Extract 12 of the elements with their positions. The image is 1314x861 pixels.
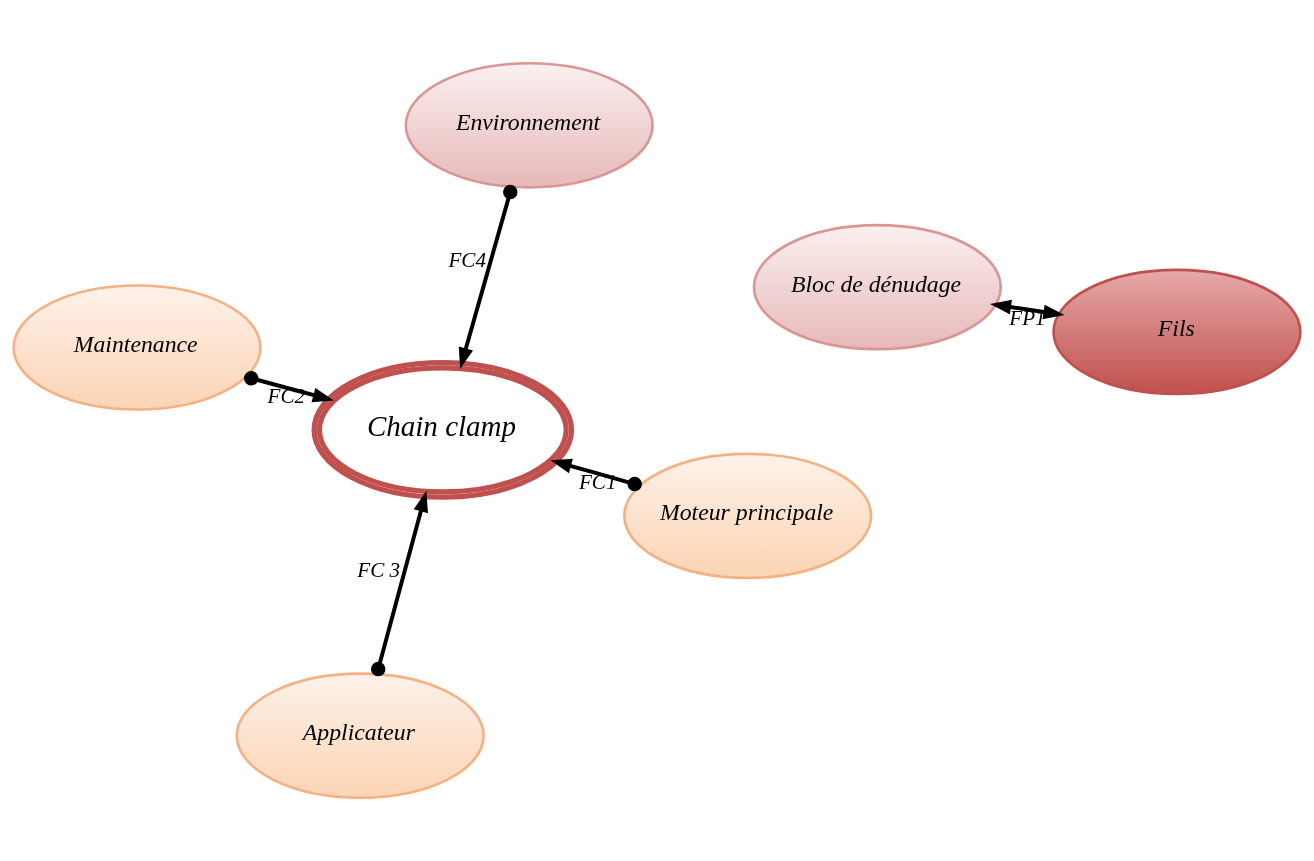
arrow — [370, 490, 428, 677]
node-ellipse: Moteur principale — [622, 452, 873, 580]
arrow — [989, 299, 1065, 320]
arrow — [243, 371, 334, 403]
node-ellipse: Fils — [1052, 268, 1302, 396]
node-ellipse: Applicateur — [235, 672, 485, 800]
node-ellipse: Environnement — [404, 61, 654, 189]
arrow — [550, 458, 642, 492]
arrow — [458, 184, 518, 369]
edge-label: FC4 — [448, 247, 486, 272]
node-ellipse: Bloc de dénudage — [752, 223, 1003, 351]
edge-label: FC 3 — [357, 558, 401, 583]
